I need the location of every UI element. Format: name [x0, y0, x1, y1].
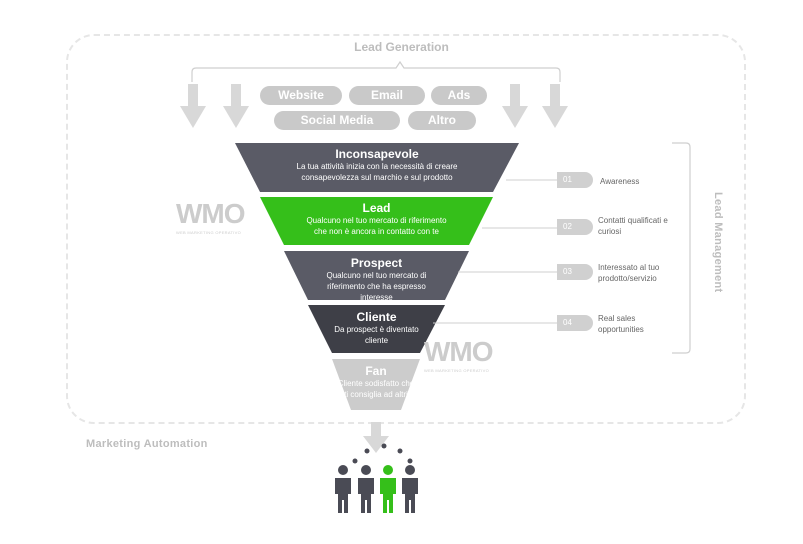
lead-generation-label: Lead Generation: [354, 40, 449, 54]
stage-desc: interesse: [360, 293, 393, 302]
person-icon: [335, 465, 351, 513]
funnel-stage-inconsapevole: [235, 143, 519, 192]
stage-desc: Cliente sodisfatto che: [337, 379, 415, 388]
stage-desc: consapevolezza sul marchio e sul prodott…: [301, 173, 453, 182]
stage-desc: Qualcuno nel tuo mercato di: [326, 271, 427, 280]
source-altro: Altro: [408, 111, 476, 130]
arrow-down-icon: [180, 84, 206, 128]
wmo-logo: WMO WEB MARKETING OPERATIVO: [424, 336, 494, 373]
source-website: Website: [260, 86, 342, 105]
side-label: Real sales opportunities: [598, 314, 644, 334]
arrow-down-icon: [542, 84, 568, 128]
step-number: 01: [557, 172, 593, 188]
lead-management-label: Lead Management: [712, 192, 724, 293]
arrow-down-icon: [502, 84, 528, 128]
dot-icon: [397, 448, 403, 454]
side-label: Contatti qualificati e curiosi: [598, 216, 668, 236]
arrow-down-icon: [363, 422, 389, 453]
lead-management-bracket: [672, 142, 691, 354]
source-email: Email: [349, 86, 425, 105]
stage-desc: ti consiglia ad altri: [344, 390, 408, 399]
dot-icon: [364, 448, 370, 454]
person-icon: [380, 465, 396, 513]
funnel-stage-lead: [260, 197, 493, 245]
stage-desc: Qualcuno nel tuo mercato di riferimento: [306, 216, 447, 225]
dot-icon: [407, 458, 413, 464]
dot-icon: [352, 458, 358, 464]
step-number: 02: [557, 219, 593, 235]
stage-desc: che non è ancora in contatto con te: [314, 227, 439, 236]
arrow-down-icon: [223, 84, 249, 128]
stage-title: Prospect: [350, 256, 403, 270]
source-ads: Ads: [431, 86, 487, 105]
funnel-stage-prospect: [284, 251, 469, 300]
step-number: 04: [557, 315, 593, 331]
side-label: Interessato al tuo prodotto/servizio: [598, 263, 660, 283]
person-icon: [402, 465, 418, 513]
source-social-media: Social Media: [274, 111, 400, 130]
stage-desc: riferimento che ha espresso: [327, 282, 426, 291]
marketing-automation-label: Marketing Automation: [86, 438, 208, 450]
stage-desc: cliente: [364, 336, 389, 345]
marketing-automation-frame: [66, 34, 746, 424]
wmo-logo: WMO WEB MARKETING OPERATIVO: [176, 198, 246, 235]
stage-desc: La tua attività inizia con la necessità …: [296, 162, 458, 171]
funnel-stage-fan: [332, 359, 420, 410]
dot-icon: [381, 443, 387, 449]
step-number: 03: [557, 264, 593, 280]
person-icon: [358, 465, 374, 513]
stage-title: Lead: [362, 201, 391, 215]
side-label: Awareness: [600, 177, 640, 186]
stage-title: Fan: [365, 364, 387, 378]
stage-title: Cliente: [356, 310, 397, 324]
funnel-stage-cliente: [308, 305, 445, 353]
stage-desc: Da prospect è diventato: [334, 325, 419, 334]
stage-title: Inconsapevole: [335, 147, 419, 161]
